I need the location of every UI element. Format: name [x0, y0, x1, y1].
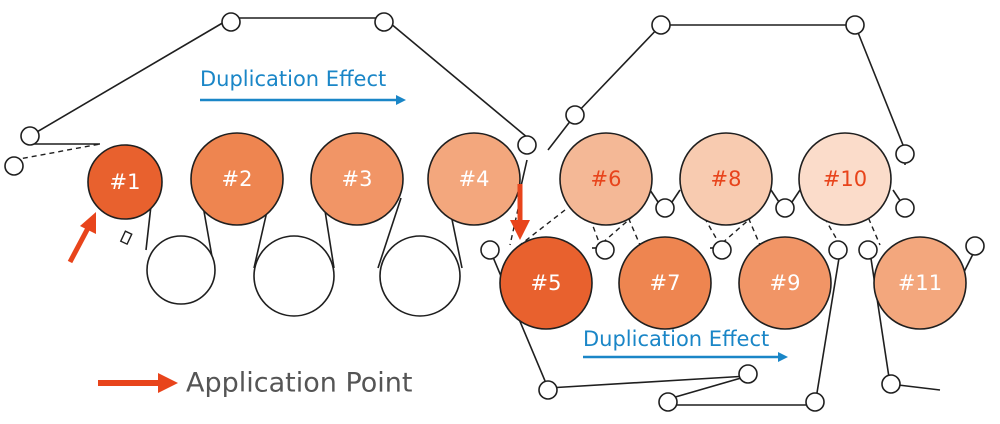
idler-drums [146, 235, 461, 317]
application-arrows [67, 184, 530, 264]
roll-11: #11 [873, 236, 967, 330]
roll-5-label: #5 [531, 271, 562, 295]
bottom-effect-label: Duplication Effect [583, 327, 769, 351]
roll-7-label: #7 [650, 271, 681, 295]
roll-4-label: #4 [459, 167, 490, 191]
roll-9: #9 [738, 236, 832, 330]
roll-10: #10 [798, 132, 892, 226]
roll-11-label: #11 [898, 271, 942, 295]
coating-rolls: #1 #2 #3 #4 #5 #6 #7 #8 [87, 132, 967, 330]
doctor-blade-icon [119, 230, 133, 246]
roll-3-label: #3 [342, 167, 373, 191]
top-effect-arrowhead-icon [396, 95, 406, 105]
top-effect-label: Duplication Effect [200, 67, 386, 91]
bottom-effect-arrowhead-icon [778, 352, 788, 362]
roll-9-label: #9 [770, 271, 801, 295]
roll-3: #3 [310, 132, 404, 226]
roll-6: #6 [559, 132, 653, 226]
application-arrow-roll-1-icon [67, 212, 96, 264]
top-duplication-effect: Duplication Effect [200, 67, 406, 105]
legend: Application Point [98, 368, 412, 399]
roll-8-label: #8 [711, 167, 742, 191]
roll-6-label: #6 [591, 167, 622, 191]
roll-1-label: #1 [110, 170, 141, 194]
roll-1: #1 [87, 144, 163, 220]
dashed-contact-lines [13, 143, 881, 246]
bottom-duplication-effect: Duplication Effect [583, 327, 788, 362]
roll-4: #4 [427, 132, 521, 226]
roll-10-label: #10 [823, 167, 867, 191]
roll-2-label: #2 [222, 167, 253, 191]
guide-rollers [4, 12, 985, 412]
roll-2: #2 [190, 132, 284, 226]
application-arrow-roll-5-icon [510, 184, 530, 240]
roll-8: #8 [679, 132, 773, 226]
legend-arrowhead-icon [158, 373, 178, 393]
roll-5: #5 [499, 236, 593, 330]
legend-label: Application Point [186, 368, 412, 399]
roll-7: #7 [618, 236, 712, 330]
